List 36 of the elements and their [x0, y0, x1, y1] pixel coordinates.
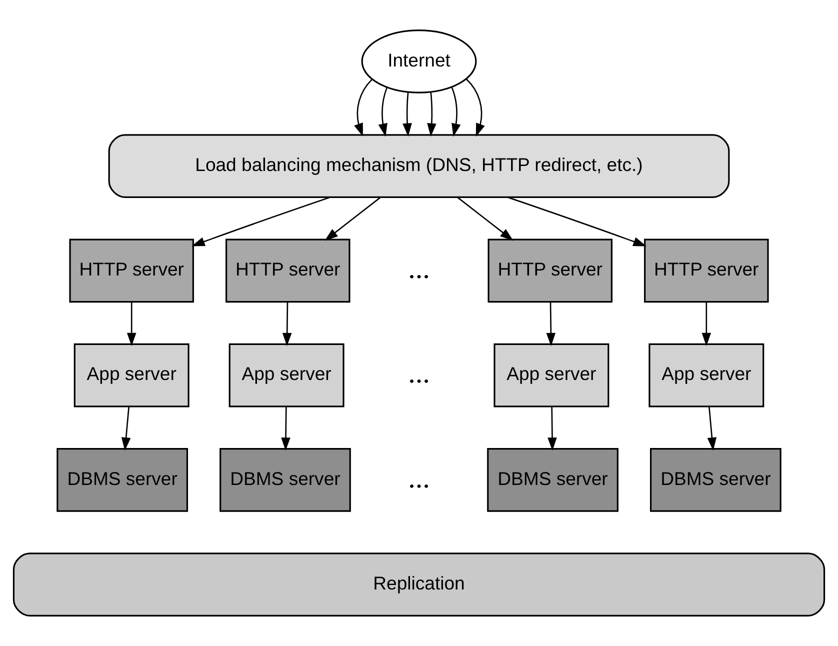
node-box: Load balancing mechanism (DNS, HTTP redirect, etc.) [108, 134, 730, 198]
node-box: HTTP server [488, 238, 612, 303]
node-box: DBMS server [220, 448, 351, 512]
label: ... [408, 358, 430, 390]
arrow [548, 406, 557, 451]
arrow [702, 302, 712, 346]
label: ... [408, 462, 430, 494]
arrow [546, 302, 556, 346]
node-box: App server [74, 343, 190, 408]
arrow [282, 302, 292, 346]
arrow [402, 92, 412, 137]
node-box: App server [228, 343, 344, 408]
node-box: App server [494, 343, 610, 408]
arrow [457, 196, 514, 241]
arrow [378, 87, 388, 137]
arrow [192, 196, 330, 246]
arrow [324, 196, 381, 241]
node-ellipse: Internet [361, 30, 477, 94]
arrow [354, 79, 372, 137]
arrow [121, 406, 131, 451]
arrow [466, 78, 485, 137]
arrow [427, 92, 436, 137]
node-box: Replication [12, 552, 826, 616]
node-box: DBMS server [487, 448, 618, 512]
arrow [508, 196, 646, 246]
arrow [451, 87, 461, 137]
node-box: HTTP server [226, 238, 350, 303]
node-box: HTTP server [69, 238, 194, 303]
arrow [707, 406, 717, 451]
node-box: App server [648, 343, 764, 408]
node-box: HTTP server [644, 238, 769, 303]
node-box: DBMS server [650, 448, 782, 512]
arrow [281, 406, 290, 451]
node-box: DBMS server [56, 448, 188, 512]
label: ... [408, 253, 430, 286]
arrow [126, 302, 136, 346]
